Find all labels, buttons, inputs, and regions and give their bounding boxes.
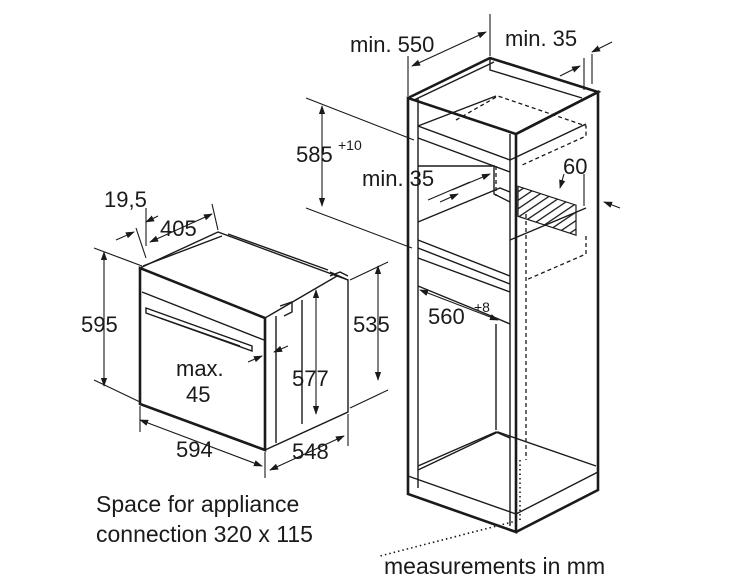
label-560: 560 (428, 304, 465, 329)
label-535: 535 (353, 312, 390, 337)
note-units: measurements in mm (384, 553, 605, 579)
label-595: 595 (81, 312, 118, 337)
cabinet-top (407, 56, 602, 136)
label-405: 405 (160, 216, 197, 241)
cabinet-mid-bracket (418, 165, 511, 203)
cabinet-upper-shelf (417, 125, 511, 161)
note-connection-line2: connection 320 x 115 (96, 521, 313, 547)
label-577: 577 (292, 366, 329, 391)
dim-min550-line (411, 31, 487, 67)
oven-handle (145, 307, 253, 352)
label-max: max. (176, 356, 224, 381)
oven-side-tab (279, 301, 293, 317)
label-560-sup: +8 (474, 299, 490, 315)
dim-19-5-line (115, 231, 135, 241)
dim-548-line (269, 435, 345, 471)
cabinet-dimensions (305, 14, 621, 321)
cabinet-drawing (406, 56, 602, 534)
label-min35-top: min. 35 (505, 26, 577, 51)
oven-control-strip (141, 291, 265, 341)
cabinet-upper-niche (455, 95, 587, 167)
label-60: 60 (563, 154, 587, 179)
cabinet-side (515, 89, 600, 534)
vent-hatch (517, 185, 577, 236)
oven-side-panel (264, 275, 349, 452)
dim-560-line (419, 289, 499, 321)
label-585: 585 (296, 142, 333, 167)
label-min550: min. 550 (350, 32, 434, 57)
dim-min35-top-line (559, 65, 581, 77)
label-19-5: 19,5 (104, 187, 147, 212)
oven-top-panel (139, 231, 339, 319)
dim-60-line (559, 173, 566, 189)
label-548: 548 (292, 439, 329, 464)
cabinet-niche-top (417, 239, 511, 277)
oven-drawing (138, 231, 349, 452)
connection-leader (379, 460, 521, 557)
label-min35-mid: min. 35 (362, 166, 434, 191)
note-connection-line1: Space for appliance (96, 491, 299, 517)
label-585-sup: +10 (338, 137, 362, 153)
label-max-value: 45 (186, 382, 210, 407)
dim-594-line (139, 419, 263, 467)
dim-max45-line (247, 355, 263, 363)
dim-405-line (149, 213, 213, 243)
cabinet-plinth (407, 471, 599, 515)
label-594: 594 (176, 437, 213, 462)
oven-dimensions (93, 203, 389, 478)
